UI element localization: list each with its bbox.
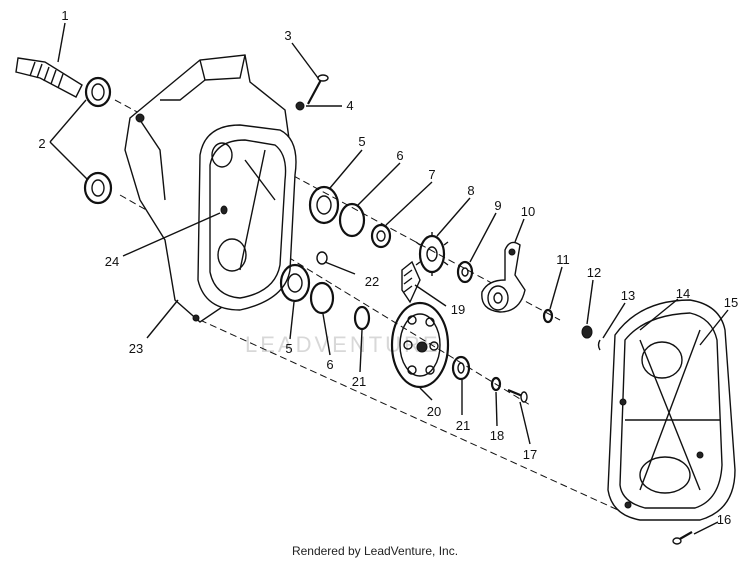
callout-24: 24 bbox=[105, 254, 119, 269]
small-sprocket bbox=[415, 232, 449, 276]
callout-23: 23 bbox=[129, 341, 143, 356]
callout-21-right: 21 bbox=[456, 418, 470, 433]
callout-12: 12 bbox=[587, 265, 601, 280]
ring-lower bbox=[309, 281, 335, 315]
spacer-right bbox=[451, 355, 471, 381]
bushing-part bbox=[370, 223, 392, 249]
small-washer bbox=[542, 308, 554, 324]
callout-15: 15 bbox=[724, 295, 738, 310]
callout-19: 19 bbox=[451, 302, 465, 317]
tensioner-arm bbox=[481, 241, 526, 313]
bearing-upper bbox=[308, 185, 340, 225]
callout-3: 3 bbox=[284, 28, 291, 43]
callout-20: 20 bbox=[427, 404, 441, 419]
render-credit: Rendered by LeadVenture, Inc. bbox=[291, 544, 459, 558]
callout-13: 13 bbox=[621, 288, 635, 303]
bolt-16 bbox=[672, 531, 693, 545]
leader-lines bbox=[49, 22, 729, 535]
bearing-lower bbox=[279, 263, 311, 303]
plug-part bbox=[316, 251, 328, 265]
callout-5-lower: 5 bbox=[285, 341, 292, 356]
chain-part bbox=[401, 260, 421, 304]
callout-6: 6 bbox=[396, 148, 403, 163]
ring-upper bbox=[338, 202, 366, 238]
callout-5: 5 bbox=[358, 134, 365, 149]
cover-plate bbox=[607, 299, 736, 521]
nut-top bbox=[295, 101, 305, 111]
callout-18: 18 bbox=[490, 428, 504, 443]
callout-9: 9 bbox=[494, 198, 501, 213]
callout-17: 17 bbox=[523, 447, 537, 462]
callout-7: 7 bbox=[428, 167, 435, 182]
lock-nut bbox=[581, 325, 593, 339]
washer-18 bbox=[490, 376, 502, 392]
seal-lower bbox=[83, 171, 113, 205]
callout-6-lower: 6 bbox=[326, 357, 333, 372]
shaft-part bbox=[15, 57, 83, 98]
callout-1: 1 bbox=[61, 8, 68, 23]
spacer-left bbox=[353, 305, 371, 331]
large-sprocket bbox=[390, 301, 450, 389]
cotter-pin bbox=[597, 339, 601, 351]
callout-4: 4 bbox=[346, 98, 353, 113]
callout-2: 2 bbox=[38, 136, 45, 151]
callout-8: 8 bbox=[467, 183, 474, 198]
callout-10: 10 bbox=[521, 204, 535, 219]
pin-part bbox=[220, 205, 228, 215]
callout-11: 11 bbox=[556, 252, 570, 267]
callout-14: 14 bbox=[676, 286, 690, 301]
seal-upper bbox=[84, 76, 112, 108]
callout-22: 22 bbox=[365, 274, 379, 289]
watermark-text: LEADVENTURE bbox=[245, 332, 441, 357]
washer-part bbox=[456, 260, 474, 284]
callout-16: 16 bbox=[717, 512, 731, 527]
callout-labels: 1 2 3 4 5 6 7 8 9 10 11 12 13 14 15 16 1… bbox=[38, 8, 738, 527]
bolt-top bbox=[307, 74, 329, 105]
housing-part bbox=[124, 54, 297, 323]
bolt-17 bbox=[507, 388, 528, 403]
callout-21-left: 21 bbox=[352, 374, 366, 389]
